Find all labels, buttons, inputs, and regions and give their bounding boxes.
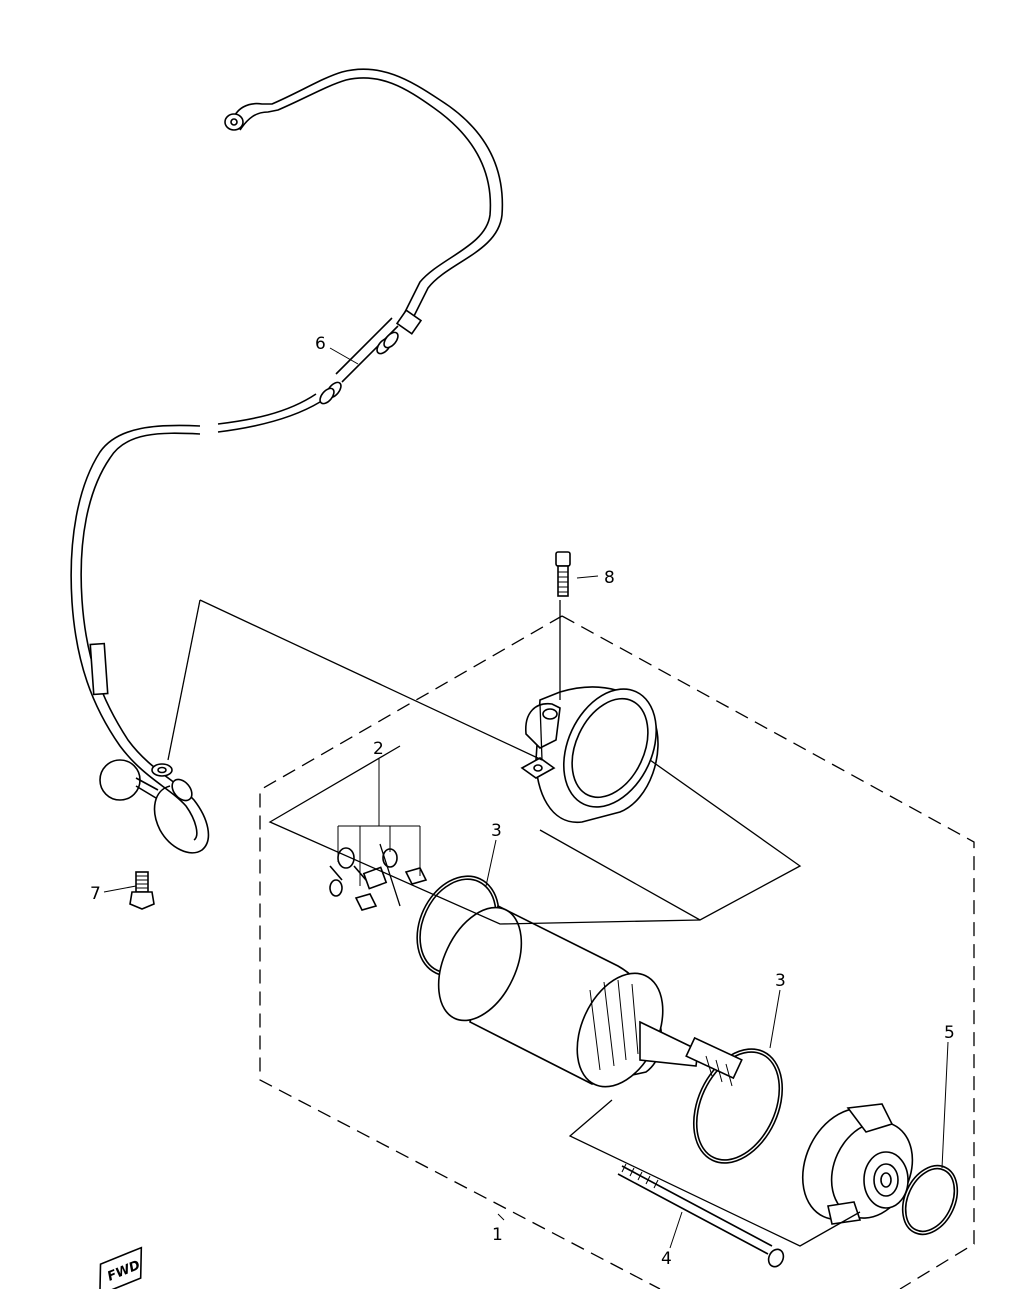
callout-1: 1: [492, 1225, 503, 1245]
long-bolt-4[interactable]: [617, 1163, 786, 1269]
reference-lines: [167, 599, 861, 1247]
o-ring-5[interactable]: [892, 1157, 968, 1243]
o-ring-3-lower[interactable]: [676, 1035, 799, 1178]
brush-set[interactable]: [329, 847, 428, 911]
starter-cable[interactable]: [70, 68, 504, 854]
yoke-armature[interactable]: [422, 894, 743, 1100]
assembly-1-boundary: [259, 615, 975, 1289]
front-cover[interactable]: [785, 1094, 927, 1235]
rear-cover[interactable]: [520, 674, 674, 823]
callout-3-upper: 3: [491, 821, 502, 841]
callout-3-lower: 3: [775, 971, 786, 991]
callout-leaders: [103, 347, 949, 1249]
callout-7: 7: [90, 884, 101, 904]
callout-4: 4: [661, 1249, 672, 1269]
callout-8: 8: [604, 568, 615, 588]
bolt-8[interactable]: [555, 551, 571, 597]
callout-5: 5: [944, 1023, 955, 1043]
bolt-7[interactable]: [129, 871, 155, 910]
callout-6: 6: [315, 334, 326, 354]
fwd-arrow-badge: FWD: [99, 1246, 143, 1289]
callout-2: 2: [373, 739, 384, 759]
